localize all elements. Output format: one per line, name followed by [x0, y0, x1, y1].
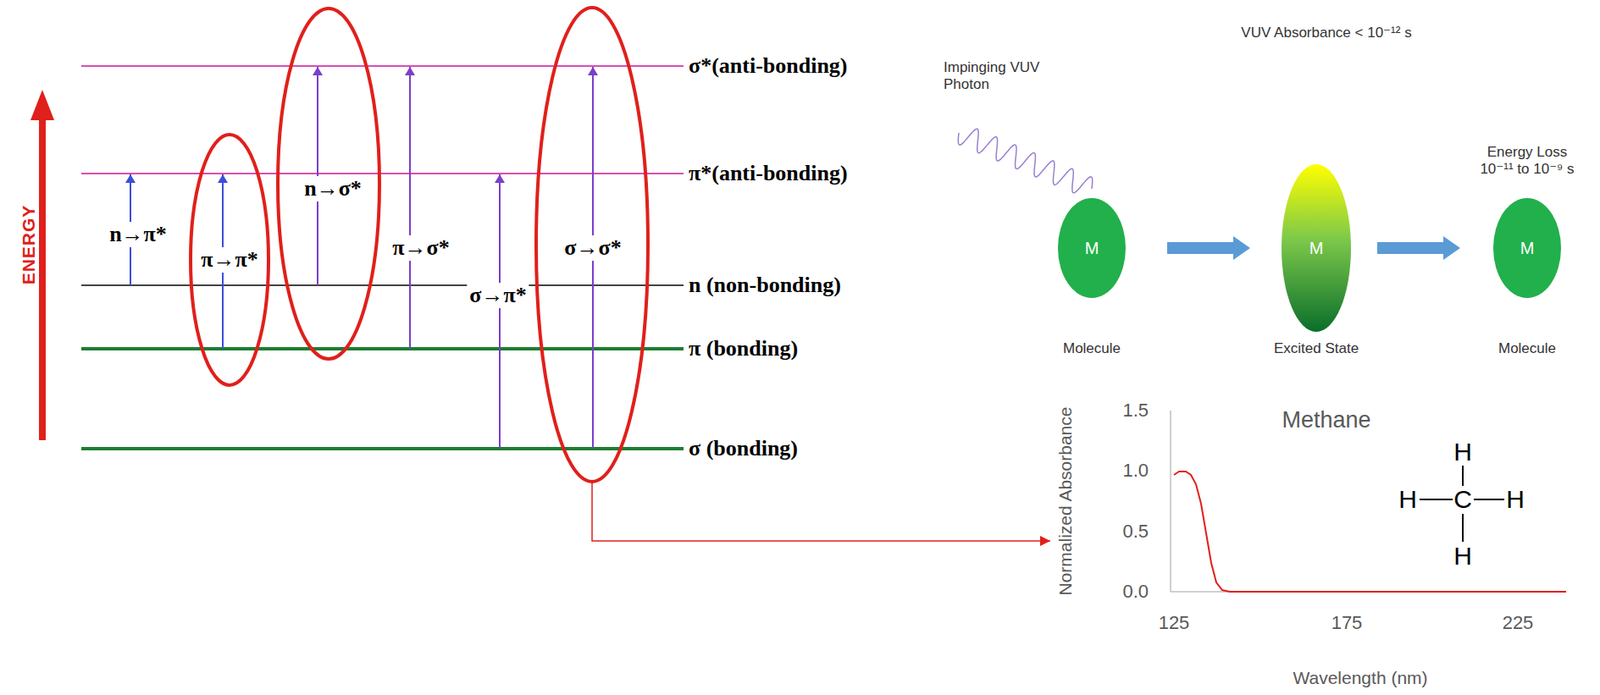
state-caption: Molecule [1498, 340, 1556, 358]
level-label: π (bonding) [688, 336, 798, 362]
block-arrow [1167, 236, 1251, 261]
tick-label: 1.0 [1122, 459, 1149, 482]
photon-label: Impinging VUV Photon [943, 59, 1044, 93]
atom-label: C [1453, 485, 1473, 515]
transition-label: π→σ* [389, 235, 452, 261]
tick-label: 1.5 [1122, 399, 1149, 421]
molecule-symbol: M [1309, 238, 1324, 259]
absorbance-curve [1173, 471, 1567, 593]
energy-loss-label: Energy Loss 10⁻¹¹ to 10⁻⁹ s [1472, 143, 1582, 178]
axis-title: ENERGY [18, 204, 39, 286]
transition-label: π→π* [198, 247, 261, 273]
molecule-symbol: M [1520, 238, 1535, 259]
bond-line [1473, 498, 1505, 501]
axis-title: Wavelength (nm) [1292, 668, 1428, 689]
leader-line [592, 481, 1051, 542]
level-label: σ (bonding) [688, 436, 798, 462]
oval-fill [1493, 198, 1562, 299]
state-caption: Excited State [1273, 340, 1359, 358]
bond-line [1419, 498, 1453, 501]
transition-arrow [409, 66, 411, 349]
photon-wave [957, 128, 1092, 194]
y-axis [1169, 410, 1172, 593]
level-label: n (non-bonding) [688, 272, 842, 299]
sigma-star-level [81, 65, 684, 67]
bond-line [1461, 514, 1464, 543]
chart-title: Methane [1281, 407, 1371, 434]
tick-label: 125 [1158, 612, 1191, 634]
block-arrow [1377, 236, 1461, 261]
transition-label: n→π* [106, 221, 170, 248]
tick-label: 0.5 [1122, 520, 1149, 543]
oval-fill [1057, 198, 1126, 299]
atom-label: H [1453, 437, 1473, 468]
atom-label: H [1505, 485, 1525, 515]
energy-arrowhead [30, 89, 55, 121]
transition-label: σ→σ* [561, 235, 624, 261]
state-caption: Molecule [1062, 340, 1121, 358]
axis-title: Normalized Absorbance [1055, 407, 1076, 597]
level-label: σ*(anti-bonding) [688, 53, 848, 79]
molecule-oval: MMolecule [1492, 197, 1562, 299]
panel-title: VUV Absorbance < 10⁻¹² s [1240, 24, 1412, 42]
bond-line [1461, 465, 1464, 487]
tick-label: 0.0 [1122, 581, 1149, 603]
highlight-ellipse [536, 7, 648, 482]
molecule-oval: MMolecule [1057, 197, 1127, 299]
highlight-ellipse [277, 8, 380, 360]
molecule-symbol: M [1085, 238, 1100, 259]
highlight-ellipse [190, 134, 269, 386]
atom-label: H [1453, 542, 1473, 572]
molecule-oval: MExcited State [1280, 163, 1352, 333]
tick-label: 175 [1331, 612, 1363, 634]
tick-label: 225 [1502, 612, 1534, 634]
transition-arrow [498, 174, 501, 449]
atom-label: H [1398, 485, 1418, 515]
transition-label: σ→π* [466, 282, 529, 309]
level-label: π*(anti-bonding) [688, 160, 848, 187]
energy-axis [38, 118, 46, 441]
oval-fill [1281, 164, 1351, 333]
transition-label: n→σ* [301, 176, 365, 202]
